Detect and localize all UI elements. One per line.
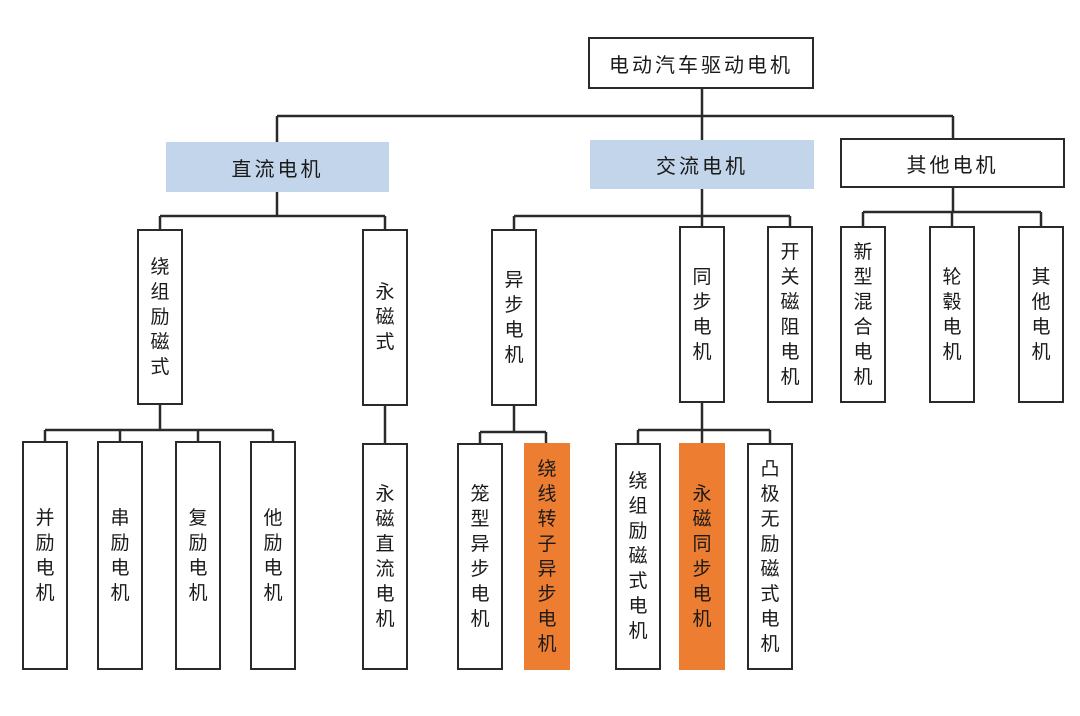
hybrid-motor-node: 新型混合电机: [840, 226, 886, 403]
permanent-magnet-label: 永磁式: [375, 281, 395, 353]
ac-motor-label: 交流电机: [656, 154, 748, 178]
squirrel-cage-node: 笼型异步电机: [457, 443, 503, 670]
other-motor-label: 其他电机: [906, 152, 999, 177]
root-node: 电动汽车驱动电机: [588, 37, 814, 89]
async-motor-node: 异步电机: [491, 229, 537, 406]
pm-sync-node: 永磁同步电机: [679, 443, 725, 670]
pm-dc-motor-node: 永磁直流电机: [362, 443, 408, 670]
salient-pole-label: 凸极无励磁式电机: [760, 457, 780, 655]
wound-rotor-node: 绕线转子异步电机: [524, 443, 570, 670]
async-motor-label: 异步电机: [504, 268, 524, 366]
pm-sync-label: 永磁同步电机: [692, 482, 712, 630]
root-label: 电动汽车驱动电机: [609, 52, 793, 77]
wound-sync-node: 绕组励磁式电机: [615, 443, 661, 670]
other-motor-node: 其他电机: [840, 138, 1065, 188]
compound-motor-label: 复励电机: [188, 506, 208, 604]
sync-motor-label: 同步电机: [692, 265, 712, 363]
misc-motor-node: 其他电机: [1018, 226, 1064, 403]
shunt-motor-label: 并励电机: [35, 506, 55, 604]
dc-motor-node: 直流电机: [166, 142, 389, 192]
shunt-motor-node: 并励电机: [22, 441, 68, 670]
wound-excitation-label: 绕组励磁式: [150, 255, 170, 378]
ac-motor-node: 交流电机: [590, 140, 814, 189]
permanent-magnet-node: 永磁式: [362, 229, 408, 406]
hub-motor-node: 轮毂电机: [929, 226, 975, 403]
wound-sync-label: 绕组励磁式电机: [628, 470, 648, 642]
separately-excited-node: 他励电机: [250, 441, 296, 670]
misc-motor-label: 其他电机: [1031, 265, 1051, 363]
switched-reluctance-label: 开关磁阻电机: [780, 240, 800, 388]
series-motor-label: 串励电机: [110, 506, 130, 604]
compound-motor-node: 复励电机: [175, 441, 221, 670]
wound-rotor-label: 绕线转子异步电机: [537, 457, 557, 655]
wound-excitation-node: 绕组励磁式: [137, 229, 183, 405]
switched-reluctance-node: 开关磁阻电机: [767, 226, 813, 403]
series-motor-node: 串励电机: [97, 441, 143, 670]
pm-dc-motor-label: 永磁直流电机: [375, 482, 395, 630]
separately-excited-label: 他励电机: [263, 506, 283, 604]
hybrid-motor-label: 新型混合电机: [853, 240, 873, 388]
squirrel-cage-label: 笼型异步电机: [470, 482, 490, 630]
hub-motor-label: 轮毂电机: [942, 265, 962, 363]
sync-motor-node: 同步电机: [679, 226, 725, 403]
dc-motor-label: 直流电机: [231, 156, 324, 181]
salient-pole-node: 凸极无励磁式电机: [747, 443, 793, 670]
